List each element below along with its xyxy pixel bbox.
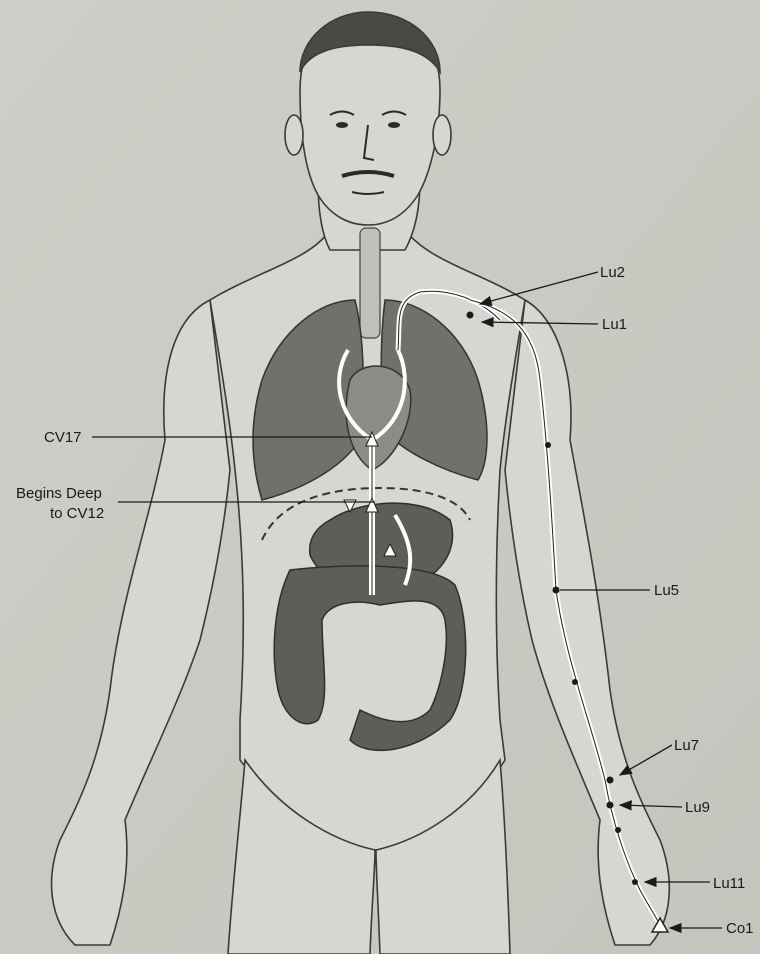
label-lu11: Lu11 bbox=[713, 875, 745, 892]
label-begins-deep: Begins Deep bbox=[16, 485, 102, 502]
label-lu7: Lu7 bbox=[674, 737, 699, 754]
label-co1: Co1 bbox=[726, 920, 754, 937]
label-lu1: Lu1 bbox=[602, 316, 627, 333]
label-cv17: CV17 bbox=[44, 429, 82, 446]
label-lu5: Lu5 bbox=[654, 582, 679, 599]
trachea bbox=[360, 228, 380, 338]
label-lu2: Lu2 bbox=[600, 264, 625, 281]
label-to-cv12: to CV12 bbox=[50, 505, 104, 522]
label-lu9: Lu9 bbox=[685, 799, 710, 816]
